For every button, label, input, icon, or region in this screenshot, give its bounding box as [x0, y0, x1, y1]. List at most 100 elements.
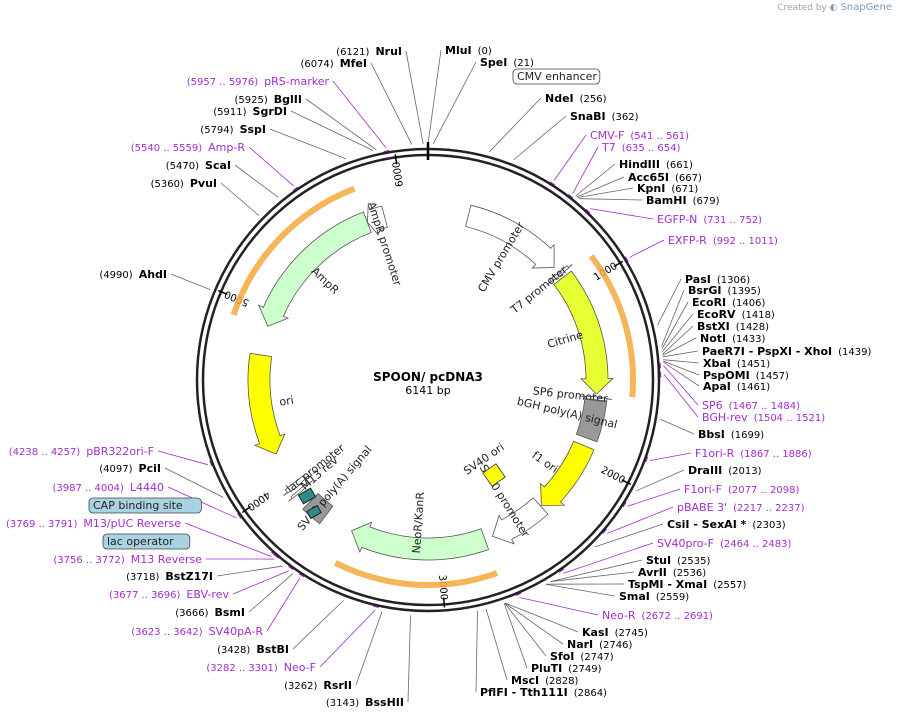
- label-position: (3718): [126, 572, 159, 583]
- site-label: PspOMI(1457): [703, 369, 789, 382]
- site-label: PaeR7I - PspXI - XhoI(1439): [702, 345, 872, 358]
- scale-tick-label: 6000: [391, 161, 406, 188]
- label-name: PciI: [139, 462, 161, 475]
- label-name: BsrGI: [688, 284, 721, 297]
- label-name: F1ori-F: [684, 483, 722, 496]
- label-position: (0): [478, 46, 492, 57]
- orf-arc: [333, 560, 499, 588]
- label-position: (5911): [213, 107, 246, 118]
- credit-prefix: Created by: [777, 3, 827, 13]
- primer-label: (3756 .. 3772)M13 Reverse: [53, 553, 202, 566]
- scale-tick-label: 2000: [599, 465, 627, 486]
- scale-tick: [613, 260, 624, 268]
- leader-line: [594, 523, 664, 548]
- label-leader-lines: [157, 49, 700, 703]
- site-label: PluTI(2749): [531, 662, 602, 675]
- leader-line: [407, 615, 411, 703]
- site-label: (5925)BglII: [235, 93, 302, 106]
- label-name: DraIII: [688, 464, 722, 477]
- site-label: (5911) SgrDI: [213, 105, 287, 118]
- primer-label: EGFP-N(731 .. 752): [657, 213, 762, 226]
- label-name: pBR322ori-F: [86, 445, 154, 458]
- plasmid-size: 6141 bp: [405, 384, 450, 397]
- leader-line: [590, 208, 654, 220]
- label-position: (2745): [615, 628, 648, 639]
- label-position: (2077 .. 2098): [728, 485, 800, 496]
- label-name: RsrII: [323, 679, 352, 692]
- site-label: Acc65I(667): [628, 171, 702, 184]
- boxed-label: lac operator: [107, 535, 174, 548]
- label-position: (3756 .. 3772): [53, 555, 125, 566]
- leader-line: [636, 469, 685, 492]
- label-position: (1461): [737, 382, 770, 393]
- label-name: MscI: [511, 674, 539, 687]
- boxed-label: CAP binding site: [93, 499, 183, 512]
- primer-label: (5957 .. 5976)pRS-marker: [187, 75, 330, 88]
- leader-line: [248, 573, 294, 613]
- feature-citrine: [553, 270, 615, 395]
- label-name: BstZ17I: [165, 570, 213, 583]
- label-name: PspOMI: [703, 369, 750, 382]
- credit-brand: SnapGene: [840, 2, 892, 13]
- label-position: (2013): [728, 466, 761, 477]
- primer-label: EXFP-R(992 .. 1011): [668, 234, 778, 247]
- label-position: (5540 .. 5559): [131, 143, 203, 154]
- label-name: AhdI: [139, 268, 167, 281]
- label-name: CMV-F: [590, 129, 624, 142]
- site-label: XbaI(1451): [703, 357, 770, 370]
- site-label: NotI(1433): [700, 332, 765, 345]
- label-position: (3428): [217, 645, 250, 656]
- label-name: SgrDI: [253, 105, 287, 118]
- label-position: (2303): [752, 520, 785, 531]
- label-position: (2559): [656, 592, 689, 603]
- leader-line: [663, 374, 699, 418]
- leader-line: [269, 128, 347, 160]
- label-position: (2828): [545, 676, 578, 687]
- label-position: (1418): [742, 310, 775, 321]
- site-label: EcoRI(1406): [692, 296, 766, 309]
- label-name: SpeI: [480, 56, 507, 69]
- feature-cmv-promoter: [465, 204, 555, 269]
- site-label: SfoI (2747): [550, 650, 614, 663]
- label-position: (635 .. 654): [622, 143, 681, 154]
- primer-label: SV40pro-F(2464 .. 2483): [657, 537, 792, 550]
- leader-line: [319, 609, 376, 668]
- site-label: MluI(0): [445, 44, 492, 57]
- leader-line: [290, 110, 374, 151]
- label-name: Acc65I: [628, 171, 669, 184]
- label-name: SfoI: [550, 650, 574, 663]
- site-label: (4990) AhdI: [99, 268, 167, 281]
- label-name: MfeI: [340, 57, 367, 70]
- label-position: (256): [580, 94, 607, 105]
- label-position: (1428): [736, 322, 769, 333]
- site-label: (3666)BsmI: [175, 606, 245, 619]
- label-name: F1ori-R: [695, 447, 735, 460]
- label-name: BstXI: [697, 320, 730, 333]
- site-label: (5360)PvuI: [151, 177, 217, 190]
- label-name: BsmI: [215, 606, 246, 619]
- label-position: (2864): [574, 688, 607, 699]
- orf-arc: [230, 185, 356, 316]
- primer-label: (3282 .. 3301)Neo-F: [206, 661, 316, 674]
- label-position: (671): [671, 184, 698, 195]
- label-position: (2747): [580, 652, 613, 663]
- primer-label: (3769 .. 3791)M13/pUC Reverse: [6, 517, 181, 530]
- leader-line: [184, 522, 272, 557]
- label-name: SP6: [702, 399, 723, 412]
- feature-sp6-promoter: [580, 395, 613, 402]
- site-labels: MluI(0)SpeI(21)NdeI(256)SnaBI(362)HindII…: [6, 44, 872, 709]
- primer-label: pBABE 3'(2217 .. 2237): [677, 501, 805, 514]
- label-position: (1395): [727, 286, 760, 297]
- label-name: AvrII: [638, 566, 667, 579]
- label-name: BbsI: [698, 428, 725, 441]
- leader-line: [545, 584, 616, 597]
- label-position: (4990): [99, 270, 132, 281]
- feature-lac-promoter: [283, 475, 309, 496]
- feature-label: AmpR promoter: [365, 200, 404, 288]
- label-position: (5470): [166, 161, 199, 172]
- leader-line: [427, 49, 442, 145]
- lac-operator-marker: [306, 504, 322, 520]
- label-position: (3623 .. 3642): [131, 627, 203, 638]
- leader-line: [579, 198, 643, 201]
- leader-line: [572, 146, 599, 194]
